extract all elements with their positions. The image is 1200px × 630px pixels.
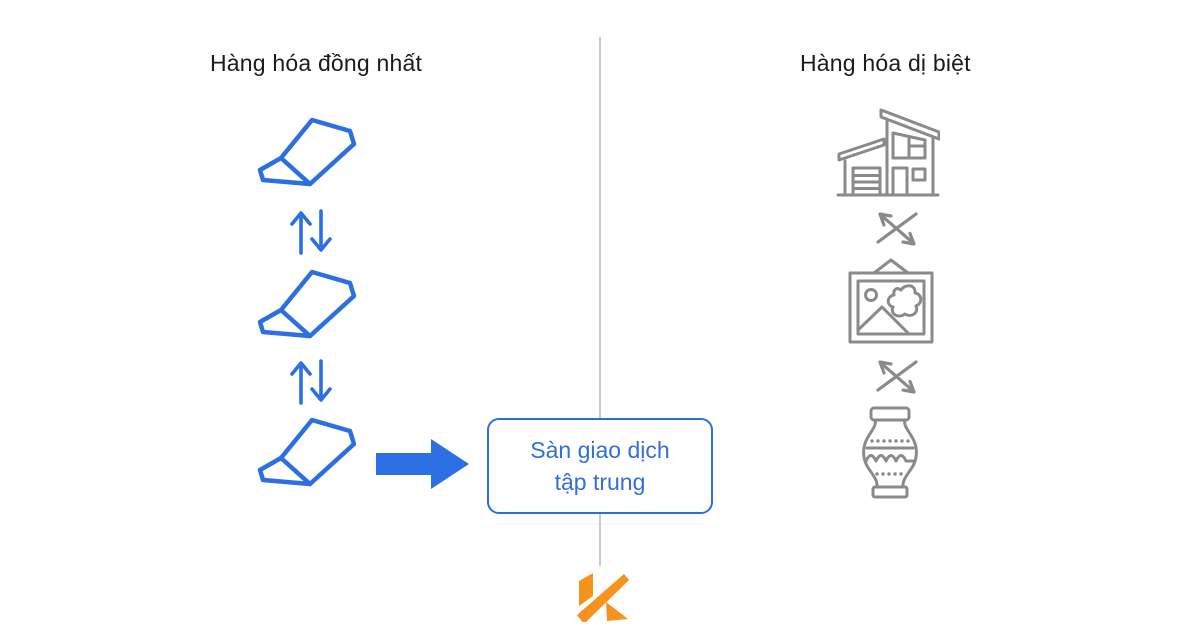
exchange-box-label-line2: tập trung	[554, 469, 646, 495]
painting-icon	[846, 258, 936, 346]
gold-bar-icon	[256, 114, 360, 192]
exchange-box-label-line1: Sàn giao dịch	[530, 437, 670, 463]
k-logo-icon	[572, 568, 630, 622]
house-icon	[836, 106, 940, 198]
right-arrow-icon	[376, 436, 470, 492]
exchange-arrows-icon	[288, 356, 334, 408]
exchange-arrows-icon	[288, 206, 334, 258]
no-exchange-arrows-icon	[872, 207, 922, 249]
gold-bar-icon	[256, 266, 360, 344]
vase-icon	[860, 406, 920, 499]
right-column-title: Hàng hóa dị biệt	[800, 50, 971, 76]
gold-bar-icon	[256, 414, 360, 492]
vertical-divider	[599, 37, 601, 566]
left-column-title: Hàng hóa đồng nhất	[210, 50, 423, 76]
central-exchange-box: Sàn giao dịch tập trung	[487, 418, 713, 514]
no-exchange-arrows-icon	[872, 355, 922, 397]
